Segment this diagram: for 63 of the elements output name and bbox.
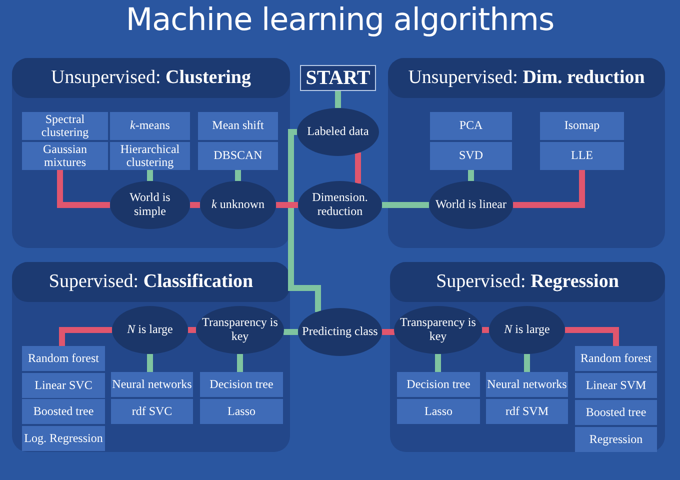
connector-line: [524, 354, 530, 372]
algorithm-box: Decision tree: [200, 372, 283, 397]
decision-ellipse: Labeled data: [297, 108, 379, 156]
connector-line: [288, 129, 321, 312]
algorithm-box: Gaussian mixtures: [22, 142, 108, 170]
algorithm-box: Isomap: [540, 112, 624, 140]
algorithm-box: Linear SVM: [575, 373, 657, 398]
panel-heading: Unsupervised: Dim. reduction: [388, 58, 665, 98]
connector-line: [335, 91, 341, 108]
decision-ellipse: k unknown: [200, 181, 276, 229]
algorithm-box: Neural networks: [486, 372, 568, 397]
connector-line: [235, 170, 241, 181]
algorithm-box: Boosted tree: [575, 400, 657, 425]
connector-line: [276, 202, 298, 208]
decision-ellipse: N is large: [489, 306, 565, 354]
algorithm-box: LLE: [540, 142, 624, 170]
start-box: START: [300, 65, 376, 91]
panel-heading: Supervised: Regression: [390, 262, 665, 302]
connector-line: [435, 354, 441, 372]
algorithm-box: k-means: [110, 112, 190, 140]
connector-line: [382, 202, 429, 208]
algorithm-box: Lasso: [397, 399, 480, 424]
connector-line: [190, 202, 200, 208]
algorithm-box: rdf SVC: [111, 399, 193, 424]
decision-ellipse: N is large: [112, 306, 188, 354]
algorithm-box: SVD: [430, 142, 512, 170]
connector-line: [565, 327, 619, 346]
decision-ellipse: Predicting class: [298, 308, 382, 356]
algorithm-box: Random forest: [22, 346, 105, 371]
algorithm-box: rdf SVM: [486, 399, 568, 424]
connector-line: [382, 329, 394, 335]
connector-line: [468, 170, 474, 181]
algorithm-box: Spectral clustering: [22, 112, 108, 140]
connector-line: [284, 329, 298, 335]
decision-ellipse: Dimension. reduction: [298, 181, 382, 229]
algorithm-box: Decision tree: [397, 372, 480, 397]
title: Machine learning algorithms: [124, 2, 556, 38]
connector-line: [59, 327, 112, 346]
connector-line: [355, 152, 361, 184]
algorithm-box: DBSCAN: [198, 142, 278, 170]
connector-line: [57, 170, 110, 208]
algorithm-box: Neural networks: [111, 372, 193, 397]
algorithm-box: Log. Regression: [22, 426, 105, 451]
connector-line: [482, 327, 489, 333]
algorithm-box: Random forest: [575, 346, 657, 371]
panel-heading: Supervised: Classification: [12, 262, 290, 302]
connector-line: [147, 354, 153, 372]
algorithm-box: Mean shift: [198, 112, 278, 140]
algorithm-box: Regression: [575, 427, 657, 452]
decision-ellipse: World is linear: [429, 181, 513, 229]
algorithm-box: Linear SVC: [22, 373, 105, 398]
algorithm-box: Hierarchical clustering: [110, 142, 190, 170]
panel-heading: Unsupervised: Clustering: [12, 58, 290, 98]
algorithm-box: Boosted tree: [22, 399, 105, 424]
connector-line: [513, 170, 585, 208]
connector-line: [147, 170, 153, 181]
algorithm-box: Lasso: [200, 399, 283, 424]
decision-ellipse: World is simple: [110, 181, 190, 229]
decision-ellipse: Transparency is key: [394, 306, 482, 354]
connector-line: [237, 354, 243, 372]
connector-line: [188, 327, 196, 333]
decision-ellipse: Transparency is key: [196, 306, 284, 354]
algorithm-box: PCA: [430, 112, 512, 140]
